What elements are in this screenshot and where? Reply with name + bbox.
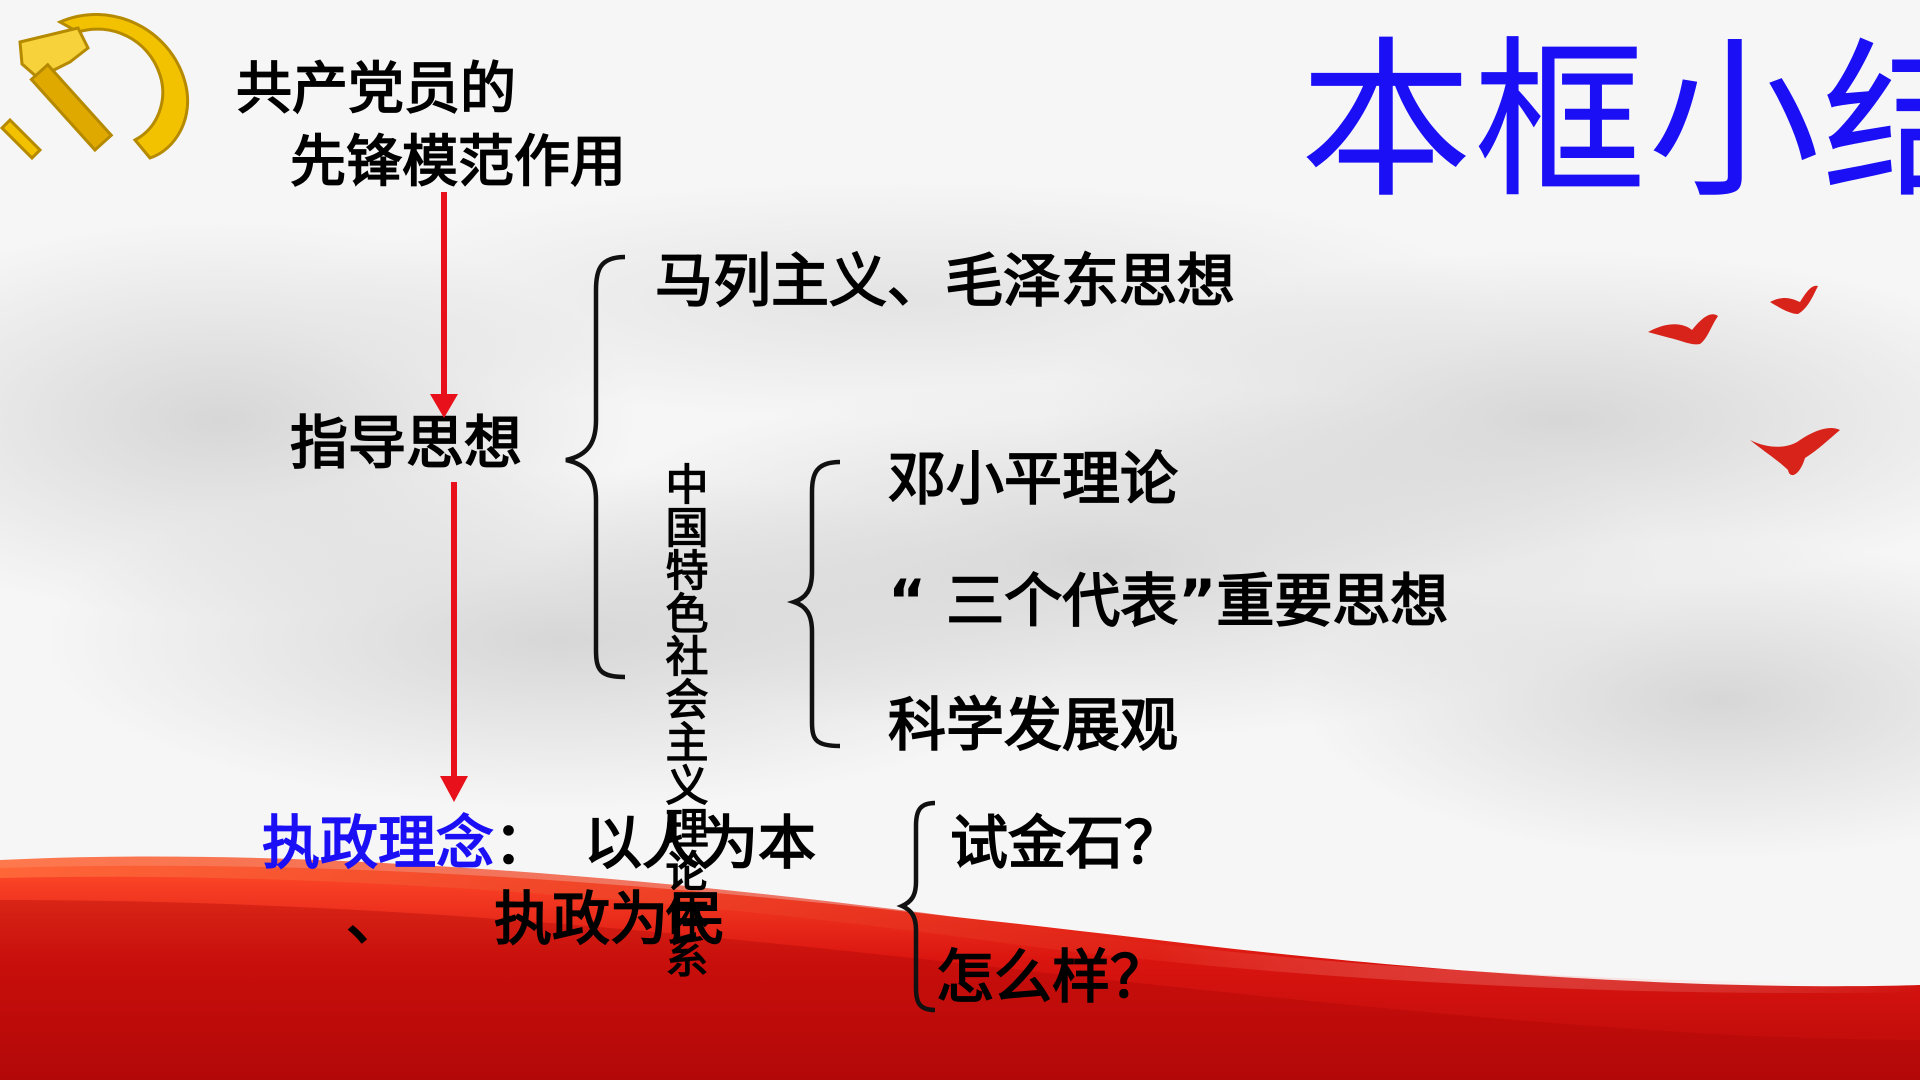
governance-label: 执政理念 (262, 809, 495, 877)
dove-icon (1648, 285, 1840, 476)
theory-system-label: 中国特色社会主义理论体系 (656, 462, 710, 978)
question-touchstone: 试金石？ (950, 809, 1183, 877)
theory-item-three-represents: “ 三个代表”重要思想 (888, 567, 1449, 635)
guiding-label: 指导思想 (290, 409, 523, 477)
guiding-item-marx-mao: 马列主义、毛泽东思想 (655, 247, 1236, 315)
root-line-2: 先锋模范作用 (290, 130, 626, 195)
theory-system-line-2: 主义理论体系 (658, 720, 708, 978)
page-title: 本框小结 (1300, 21, 1920, 222)
theory-item-scientific-outlook: 科学发展观 (888, 691, 1179, 759)
governance-separator: 、 (346, 885, 405, 953)
governance-value-2: 执政为民 (494, 885, 727, 953)
theory-item-deng: 邓小平理论 (888, 445, 1179, 513)
root-line-1: 共产党员的 (236, 57, 516, 122)
governance-colon: ： (494, 809, 553, 877)
governance-value-1: 以人为本 (584, 809, 817, 877)
party-emblem-icon (0, 13, 190, 161)
theory-system-line-1: 中国特色社会 (658, 462, 708, 720)
question-how: 怎么样？ (936, 943, 1169, 1011)
